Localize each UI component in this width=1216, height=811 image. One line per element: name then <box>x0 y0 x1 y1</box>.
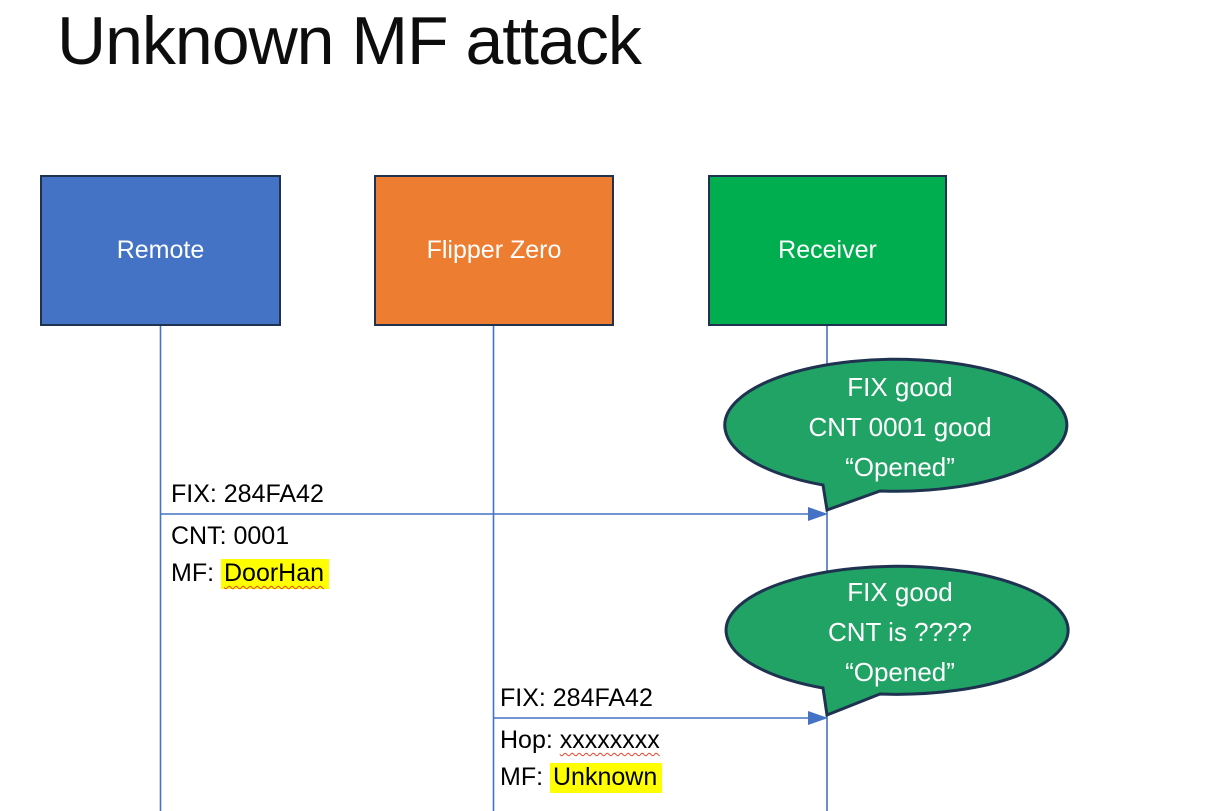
mf-prefix: MF: <box>500 763 550 791</box>
actor-box-remote: Remote <box>40 175 281 326</box>
message-1-detail-labels: CNT: 0001 MF: DoorHan <box>171 518 330 592</box>
message-1-cnt-label: CNT: 0001 <box>171 522 290 550</box>
message-2-fix-label: FIX: 284FA42 <box>500 684 653 712</box>
bubble-line: FIX good <box>847 577 953 607</box>
mf-prefix: MF: <box>171 559 221 587</box>
speech-bubble-1-shape <box>723 357 1069 513</box>
mf-value-highlighted: Unknown <box>550 763 663 793</box>
actor-label-flipper-zero: Flipper Zero <box>426 236 562 264</box>
speech-bubble-1-text: FIX good CNT 0001 good “Opened” <box>729 367 1071 487</box>
actor-box-flipper-zero: Flipper Zero <box>374 175 614 326</box>
message-2-hop-label: Hop: xxxxxxxx <box>500 722 662 759</box>
speech-bubble-2-text: FIX good CNT is ???? “Opened” <box>729 572 1071 692</box>
arrowhead-right-icon <box>808 507 828 521</box>
bubble-line: “Opened” <box>845 452 955 482</box>
actor-label-receiver: Receiver <box>778 236 877 264</box>
actor-box-receiver: Receiver <box>708 175 947 326</box>
mf-value-highlighted: DoorHan <box>221 559 330 589</box>
speech-bubble-2-shape <box>724 564 1070 718</box>
bubble-line: FIX good <box>847 372 953 402</box>
slide-title: Unknown MF attack <box>57 3 642 79</box>
bubble-line: “Opened” <box>845 657 955 687</box>
message-2-detail-labels: Hop: xxxxxxxx MF: Unknown <box>500 722 663 796</box>
hop-prefix: Hop: <box>500 726 560 754</box>
actor-label-remote: Remote <box>116 236 205 264</box>
message-1-fix-label: FIX: 284FA42 <box>171 480 324 508</box>
bubble-line: CNT is ???? <box>827 617 973 647</box>
bubble-line: CNT 0001 good <box>808 412 992 442</box>
message-2-mf-label: MF: Unknown <box>500 759 663 796</box>
arrowhead-right-icon <box>808 711 828 725</box>
hop-value-squiggle: xxxxxxxx <box>559 726 660 754</box>
message-1-mf-label: MF: DoorHan <box>171 555 330 592</box>
